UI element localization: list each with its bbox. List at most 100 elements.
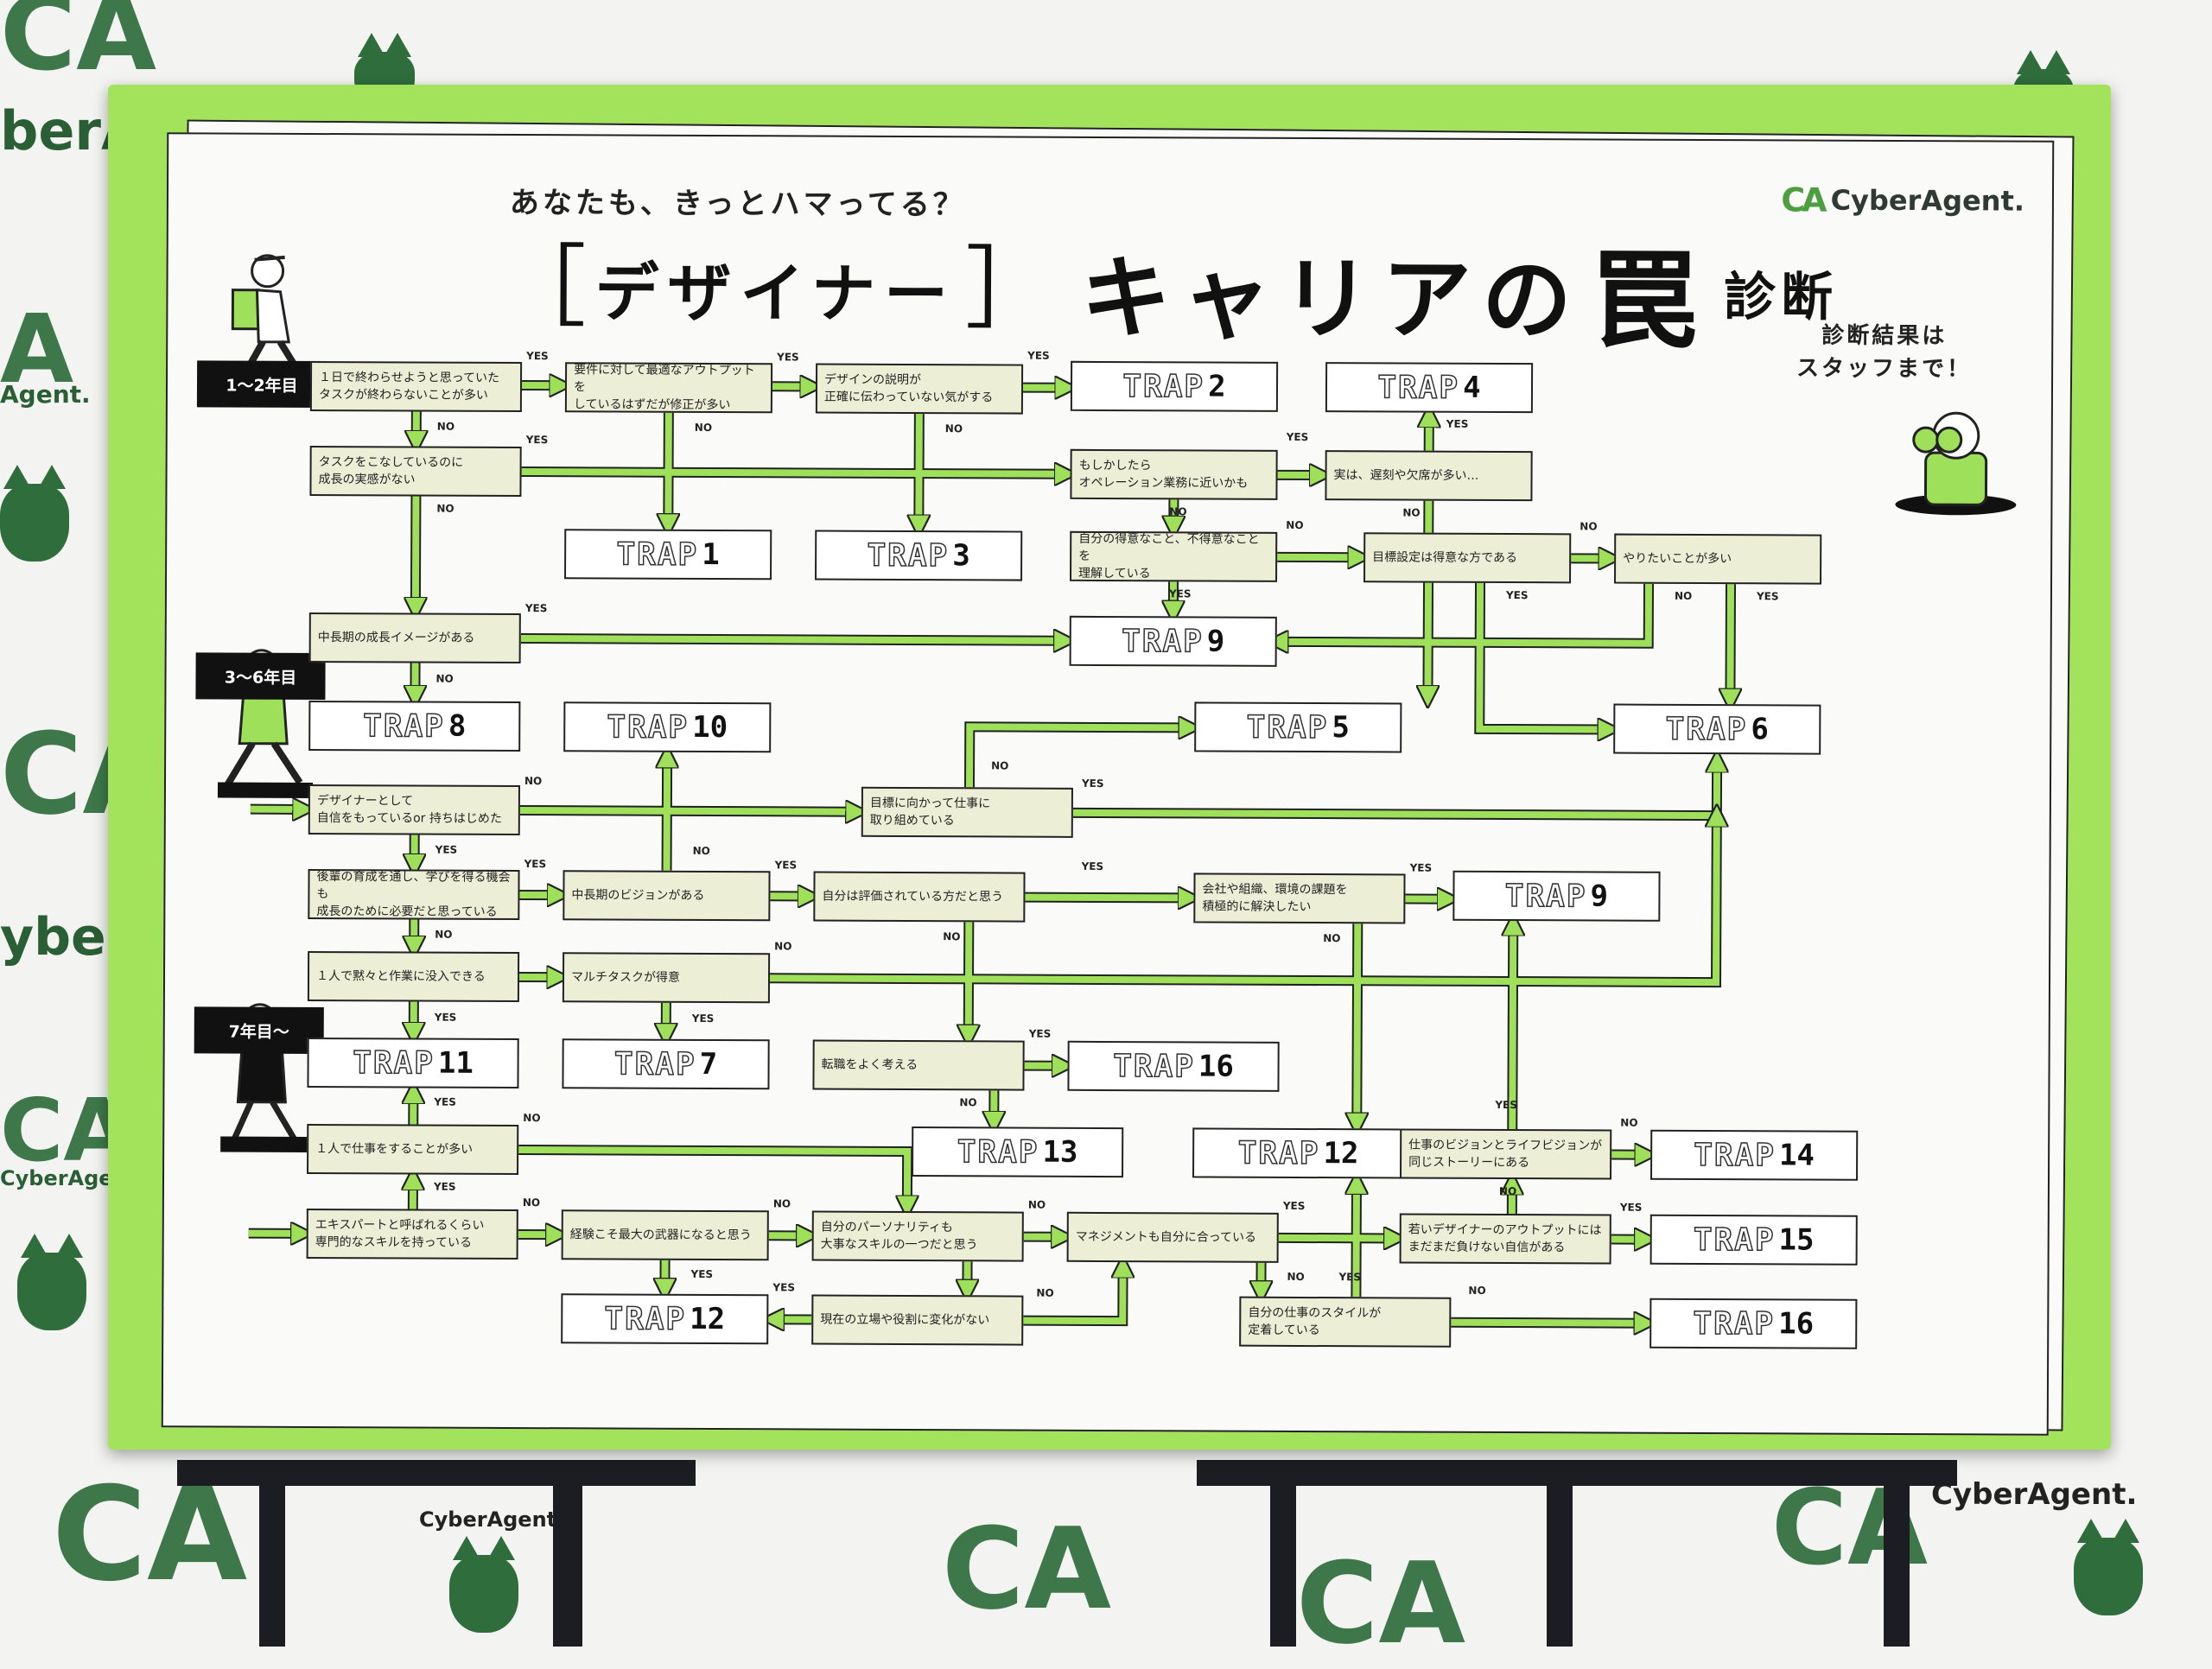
subtitle: あなたも、きっとハマってる？	[510, 179, 966, 223]
question-box: 中長期のビジョンがある	[563, 870, 770, 921]
yes-label: YES	[775, 859, 798, 871]
backdrop-mascot-icon	[449, 1555, 518, 1633]
flow-arrow-outline	[1479, 583, 1610, 730]
no-label: NO	[523, 1112, 540, 1124]
flow-arrow	[1730, 584, 1731, 700]
question-box: やりたいことが多い	[1614, 534, 1821, 585]
yes-label: YES	[1283, 1200, 1306, 1212]
no-label: NO	[695, 422, 712, 434]
yes-label: YES	[1029, 1028, 1052, 1040]
yes-label: YES	[524, 858, 547, 870]
question-box: 転職をよく考える	[812, 1040, 1024, 1091]
flow-arrow-outline	[1073, 758, 1717, 815]
no-label: NO	[1323, 932, 1340, 944]
easel-leg	[259, 1469, 285, 1647]
yes-label: YES	[772, 1281, 795, 1293]
flow-arrow-outline	[1277, 582, 1649, 644]
flow-arrow	[1279, 1238, 1395, 1239]
flow-arrow	[1073, 758, 1717, 815]
question-box: デザイナーとして 自信をもっているor 持ちはじめた	[308, 784, 520, 835]
yes-label: YES	[1410, 862, 1433, 874]
no-label: NO	[1620, 1117, 1637, 1129]
question-box: １人で仕事をすることが多い	[307, 1124, 518, 1175]
title-designer: デザイナー	[586, 241, 965, 335]
question-box: 実は、遅刻や欠席が多い…	[1325, 450, 1532, 501]
no-label: NO	[1402, 506, 1420, 518]
flow-arrow	[969, 727, 1190, 788]
staff-note-line: 診断結果は	[1796, 319, 1972, 352]
question-box: タスクをこなしているのに 成長の実感がない	[309, 446, 521, 497]
backdrop-ca-logo: CA	[942, 1503, 1111, 1634]
yes-label: YES	[692, 1012, 715, 1025]
backdrop-mascot-icon	[17, 1253, 86, 1330]
stage-label-7-years-plus: 7年目〜	[194, 1006, 324, 1054]
yes-label: YES	[1027, 350, 1050, 362]
binoculars-person-illustration	[1886, 401, 2017, 523]
no-label: NO	[437, 421, 454, 433]
title-trap: 罠	[1591, 213, 1699, 370]
title-bracket-left: ［	[496, 242, 586, 332]
logo-text: CyberAgent.	[1831, 184, 2025, 218]
question-box: 経験こそ最大の武器になると思う	[562, 1209, 769, 1260]
flow-arrow	[518, 1150, 907, 1207]
question-box: 自分は評価されている方だと思う	[813, 872, 1025, 923]
question-box: エキスパートと呼ばれるくらい 専門的なスキルを持っている	[307, 1209, 518, 1260]
flow-arrow-outline	[969, 727, 1190, 788]
question-box: 現在の立場や役割に変化がない	[811, 1295, 1023, 1346]
title-bracket-right: ］	[965, 244, 1055, 333]
no-label: NO	[773, 1197, 791, 1209]
stage-label-1-2-years: 1〜2年目	[197, 360, 327, 408]
title-career: キャリアの	[1081, 224, 1583, 357]
easel-leg	[1547, 1469, 1573, 1647]
no-label: NO	[693, 845, 710, 857]
yes-label: YES	[1495, 1099, 1517, 1111]
easel-crossbar-left	[177, 1460, 696, 1486]
yes-label: YES	[435, 844, 458, 856]
question-box: デザインの説明が 正確に伝わっていない気がする	[816, 364, 1023, 415]
flow-arrow	[520, 810, 857, 812]
no-label: NO	[1499, 1185, 1516, 1197]
question-box: 後輩の育成を通し、学びを得る機会も 成長のために必要だと思っている	[308, 869, 519, 920]
question-box: 若いデザイナーのアウトプットには まだまだ負けない自信がある	[1400, 1213, 1611, 1264]
question-box: 仕事のビジョンとライフビジョンが 同じストーリーにある	[1400, 1128, 1611, 1179]
yes-label: YES	[1620, 1202, 1643, 1214]
question-box: 自分の仕事のスタイルが 定着している	[1239, 1297, 1451, 1348]
question-box: 要件に対して最適なアウトプットを しているはずだが修正が多い	[565, 362, 772, 413]
yes-label: YES	[525, 602, 548, 614]
no-label: NO	[523, 1196, 540, 1209]
no-label: NO	[991, 759, 1008, 771]
backdrop-mascot-icon	[0, 484, 69, 562]
question-box: 自分の得意なこと、不得意なことを 理解している	[1070, 531, 1277, 582]
backdrop-wordmark-bottom: CyberAgent	[419, 1507, 556, 1532]
yes-label: YES	[435, 1012, 457, 1024]
flow-arrow	[667, 757, 668, 871]
yes-label: YES	[1082, 860, 1104, 873]
question-box: 会社や組織、環境の課題を 積極的に解決したい	[1193, 873, 1405, 923]
no-label: NO	[435, 673, 453, 685]
no-label: NO	[959, 1096, 976, 1108]
no-label: NO	[774, 940, 791, 952]
no-label: NO	[1287, 1271, 1304, 1283]
yes-label: YES	[777, 351, 799, 363]
easel-leg	[1270, 1469, 1296, 1647]
flow-arrow	[1479, 583, 1610, 730]
no-label: NO	[524, 775, 542, 787]
backdrop-ca-logo: CA	[0, 0, 156, 94]
yes-label: YES	[1082, 777, 1104, 790]
yes-label: YES	[1169, 587, 1192, 600]
backdrop-ca-logo: CA	[1296, 1538, 1465, 1669]
question-box: 自分のパーソナリティも 大事なスキルの一つだと思う	[812, 1211, 1024, 1262]
